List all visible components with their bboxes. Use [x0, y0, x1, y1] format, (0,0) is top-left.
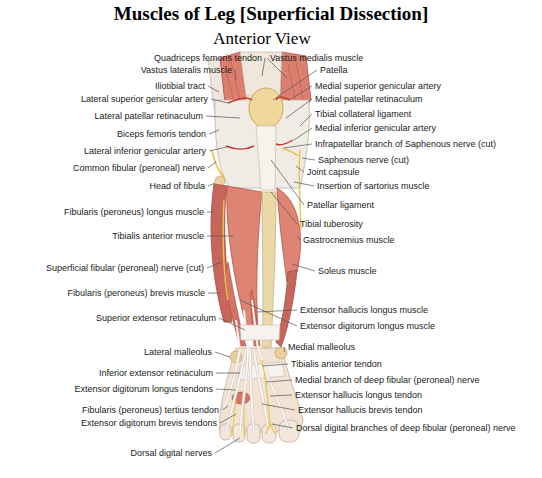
callout-label: Fibularis (peroneus) tertius tendon: [82, 405, 219, 416]
leader-line: [273, 70, 317, 100]
tibia-shaft: [262, 192, 276, 347]
leader-line: [215, 352, 230, 357]
callout-label: Extensor hallucis longus muscle: [300, 305, 428, 316]
leader-line: [206, 116, 240, 118]
leader-line: [294, 128, 312, 140]
leader-line: [286, 99, 312, 118]
leader-line: [215, 438, 240, 453]
superficial-fibular-nerve: [223, 200, 228, 300]
leader-line: [284, 347, 285, 352]
deep-fibular-nerve: [262, 360, 275, 434]
callout-label: Head of fibula: [149, 181, 205, 192]
callout-label: Patella: [320, 65, 348, 76]
callout-label: Soleus muscle: [318, 266, 377, 277]
medial-malleolus-bone: [275, 347, 287, 359]
callout-label: Saphenous nerve (cut): [318, 155, 409, 166]
leader-line: [222, 406, 228, 410]
lower-leg: [211, 184, 301, 350]
leader-line: [262, 364, 288, 366]
leader-line: [294, 182, 314, 186]
leader-line: [297, 236, 300, 240]
callout-label: Gastrocnemius muscle: [303, 235, 395, 246]
callout-label: Lateral superior genicular artery: [81, 94, 208, 105]
leader-line: [207, 262, 222, 268]
callout-label: Patellar ligament: [307, 200, 374, 211]
callout-label: Superficial fibular (peroneal) nerve (cu…: [46, 263, 204, 274]
callout-label: Iliotibial tract: [155, 81, 205, 92]
callout-label: Biceps femoris tendon: [117, 129, 206, 140]
callout-label: Extensor hallucis brevis tendon: [298, 405, 423, 416]
callout-label: Tibialis anterior tendon: [291, 359, 382, 370]
toe: [220, 424, 231, 440]
leader-line: [209, 130, 219, 134]
leader-line: [209, 147, 227, 151]
patellar-ligament: [256, 126, 276, 190]
leader-line: [220, 414, 236, 423]
callout-label: Lateral malleolus: [144, 347, 212, 358]
leader-line: [219, 318, 245, 330]
callout-label: Joint capsule: [307, 167, 360, 178]
callout-label: Vastus medialis muscle: [270, 53, 363, 64]
leader-line: [235, 70, 236, 80]
callout-label: Tibial collateral ligament: [315, 109, 411, 120]
leader-line: [300, 114, 312, 126]
leader-line: [291, 86, 312, 99]
leader-line: [240, 300, 297, 326]
callout-label: Medial inferior genicular artery: [315, 123, 436, 134]
callout-label: Lateral patellar retinaculum: [94, 111, 203, 122]
callout-label: Dorsal digital nerves: [130, 448, 212, 459]
callout-label: Extensor digitorum brevis tendons: [81, 418, 217, 429]
leader-line: [302, 158, 315, 160]
leader-line: [262, 58, 265, 76]
figure-title: Muscles of Leg [Superficial Dissection]: [114, 3, 429, 25]
leader-line: [208, 183, 215, 186]
callout-label: Superior extensor retinaculum: [96, 313, 216, 324]
leader-line: [207, 212, 214, 213]
callout-label: Fibularis (peroneus) brevis muscle: [67, 288, 205, 299]
callout-label: Fibularis (peroneus) longus muscle: [64, 207, 204, 218]
leader-line: [208, 86, 219, 92]
leader-line: [270, 395, 292, 396]
leader-line: [208, 162, 216, 168]
leader-line: [296, 166, 304, 172]
view-subtitle: Anterior View: [213, 29, 310, 49]
genicular-arteries: [226, 97, 293, 149]
dorsal-digital-nerves: [232, 400, 244, 436]
callout-label: Extensor hallucis longus tendon: [295, 390, 422, 401]
leader-line: [216, 373, 240, 374]
callout-label: Common fibular (peroneal) nerve: [73, 163, 205, 174]
callout-label: Insertion of sartorius muscle: [317, 181, 430, 192]
superior-retinaculum: [240, 325, 280, 340]
callout-label: Medial patellar retinaculum: [315, 94, 423, 105]
callout-label: Inferior extensor retinaculum: [99, 368, 213, 379]
gastrocnemius: [277, 188, 300, 282]
leader-line: [207, 236, 233, 237]
callout-label: Quadriceps femoris tendon: [154, 53, 262, 64]
leader-line: [208, 293, 220, 294]
callout-label: Vastus lateralis muscle: [141, 65, 232, 76]
callout-label: Tibial tuberosity: [300, 219, 363, 230]
callout-label: Medial branch of deep fibular (peroneal)…: [295, 375, 480, 386]
callout-label: Extensor digitorum longus tendons: [74, 384, 213, 395]
callout-label: Lateral inferior genicular artery: [84, 146, 206, 157]
leader-line: [271, 192, 297, 224]
leader-line: [216, 389, 236, 390]
leader-line: [272, 424, 293, 428]
callout-label: Medial superior genicular artery: [315, 81, 441, 92]
leader-line: [266, 380, 292, 382]
leader-line: [211, 99, 228, 103]
leader-line: [292, 264, 315, 271]
patella-bone: [249, 88, 283, 128]
callout-label: Extensor digitorum longus muscle: [300, 321, 435, 332]
callout-label: Infrapatellar branch of Saphenous nerve …: [315, 139, 496, 150]
callout-label: Dorsal digital branches of deep fibular …: [296, 423, 516, 434]
leader-line: [284, 144, 312, 148]
leader-line: [262, 404, 295, 410]
callout-label: Medial malleolus: [288, 342, 355, 353]
callout-label: Tibialis anterior muscle: [112, 231, 204, 242]
